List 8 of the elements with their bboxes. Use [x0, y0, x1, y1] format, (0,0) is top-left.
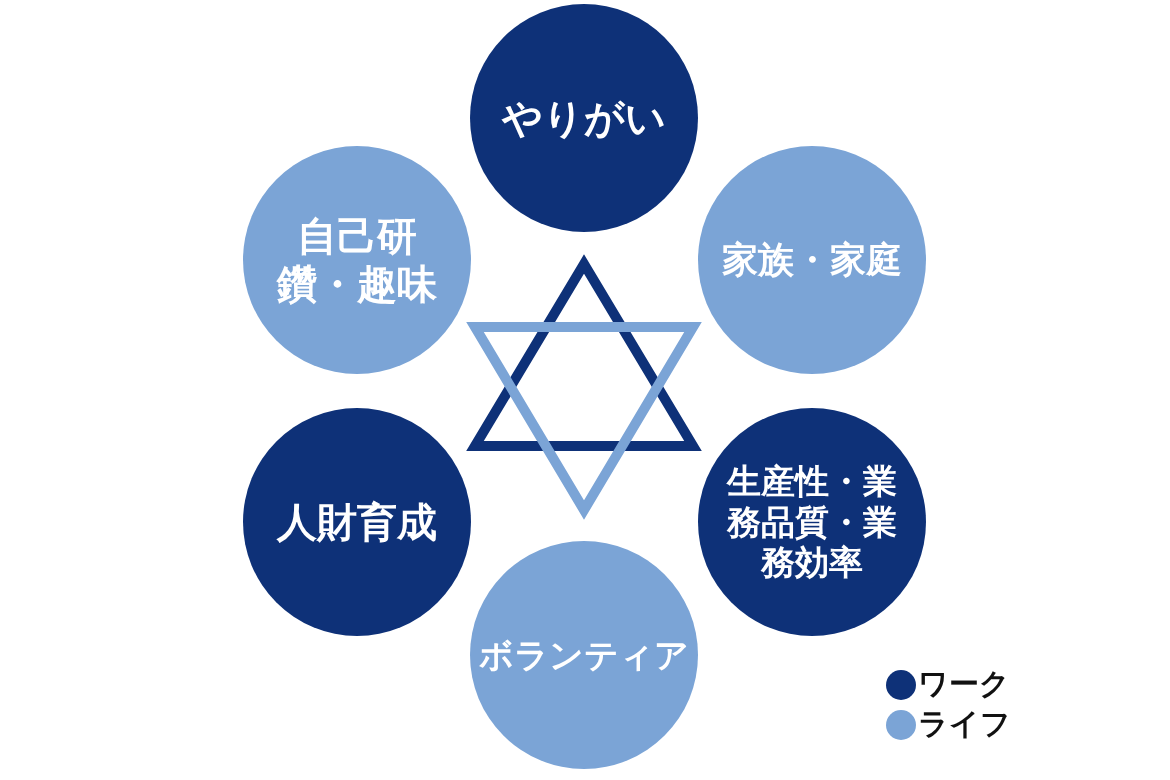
- circle-label: 人財育成: [275, 498, 438, 546]
- legend-label: ワーク: [918, 665, 1010, 703]
- circle-label: 自己研鑽・趣味: [275, 212, 438, 308]
- circle-label: やりがい: [500, 94, 667, 142]
- circle-label: 生産性・業務品質・業務効率: [725, 460, 898, 584]
- circle-label: ボランティア: [478, 634, 690, 676]
- legend-label: ライフ: [918, 705, 1011, 743]
- circle-label: 家族・家庭: [721, 238, 903, 282]
